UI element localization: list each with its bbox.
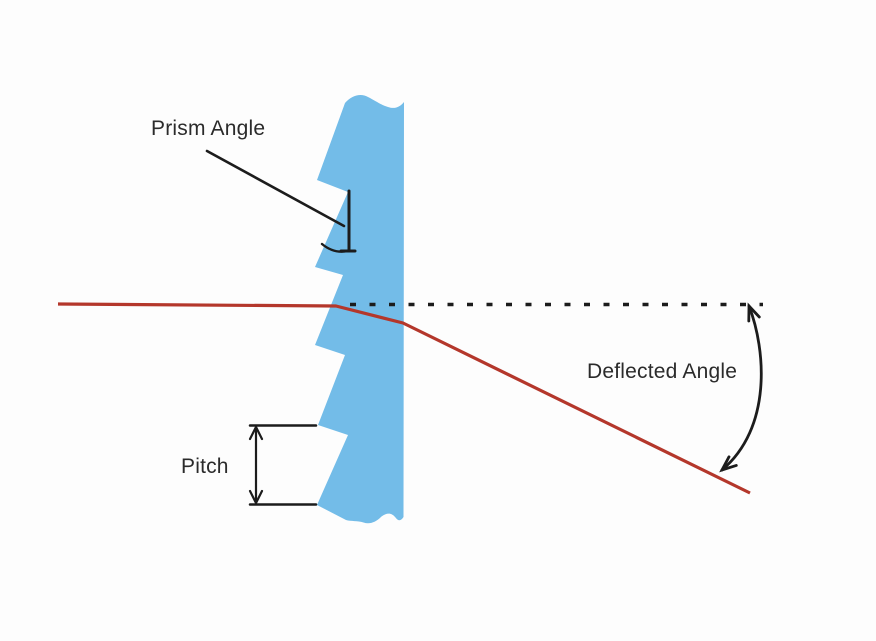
prism-angle-marker [320, 189, 357, 253]
prism-angle-label: Prism Angle [151, 117, 266, 140]
deflected-angle-arrow [719, 302, 763, 473]
arrowhead-down [248, 489, 264, 506]
arrowhead-up [248, 424, 264, 441]
pitch-extension-lines [248, 424, 318, 506]
arrowhead-bottom [719, 455, 738, 473]
fresnel-prism-shape [315, 95, 404, 524]
pitch-label: Pitch [181, 455, 229, 478]
light-ray [57, 302, 751, 495]
annotations [205, 149, 763, 506]
pitch-arrow [248, 424, 264, 506]
prism-angle-pointer-line [205, 149, 346, 228]
deflected-angle-label: Deflected Angle [587, 360, 738, 383]
arrowhead-top [747, 302, 761, 323]
